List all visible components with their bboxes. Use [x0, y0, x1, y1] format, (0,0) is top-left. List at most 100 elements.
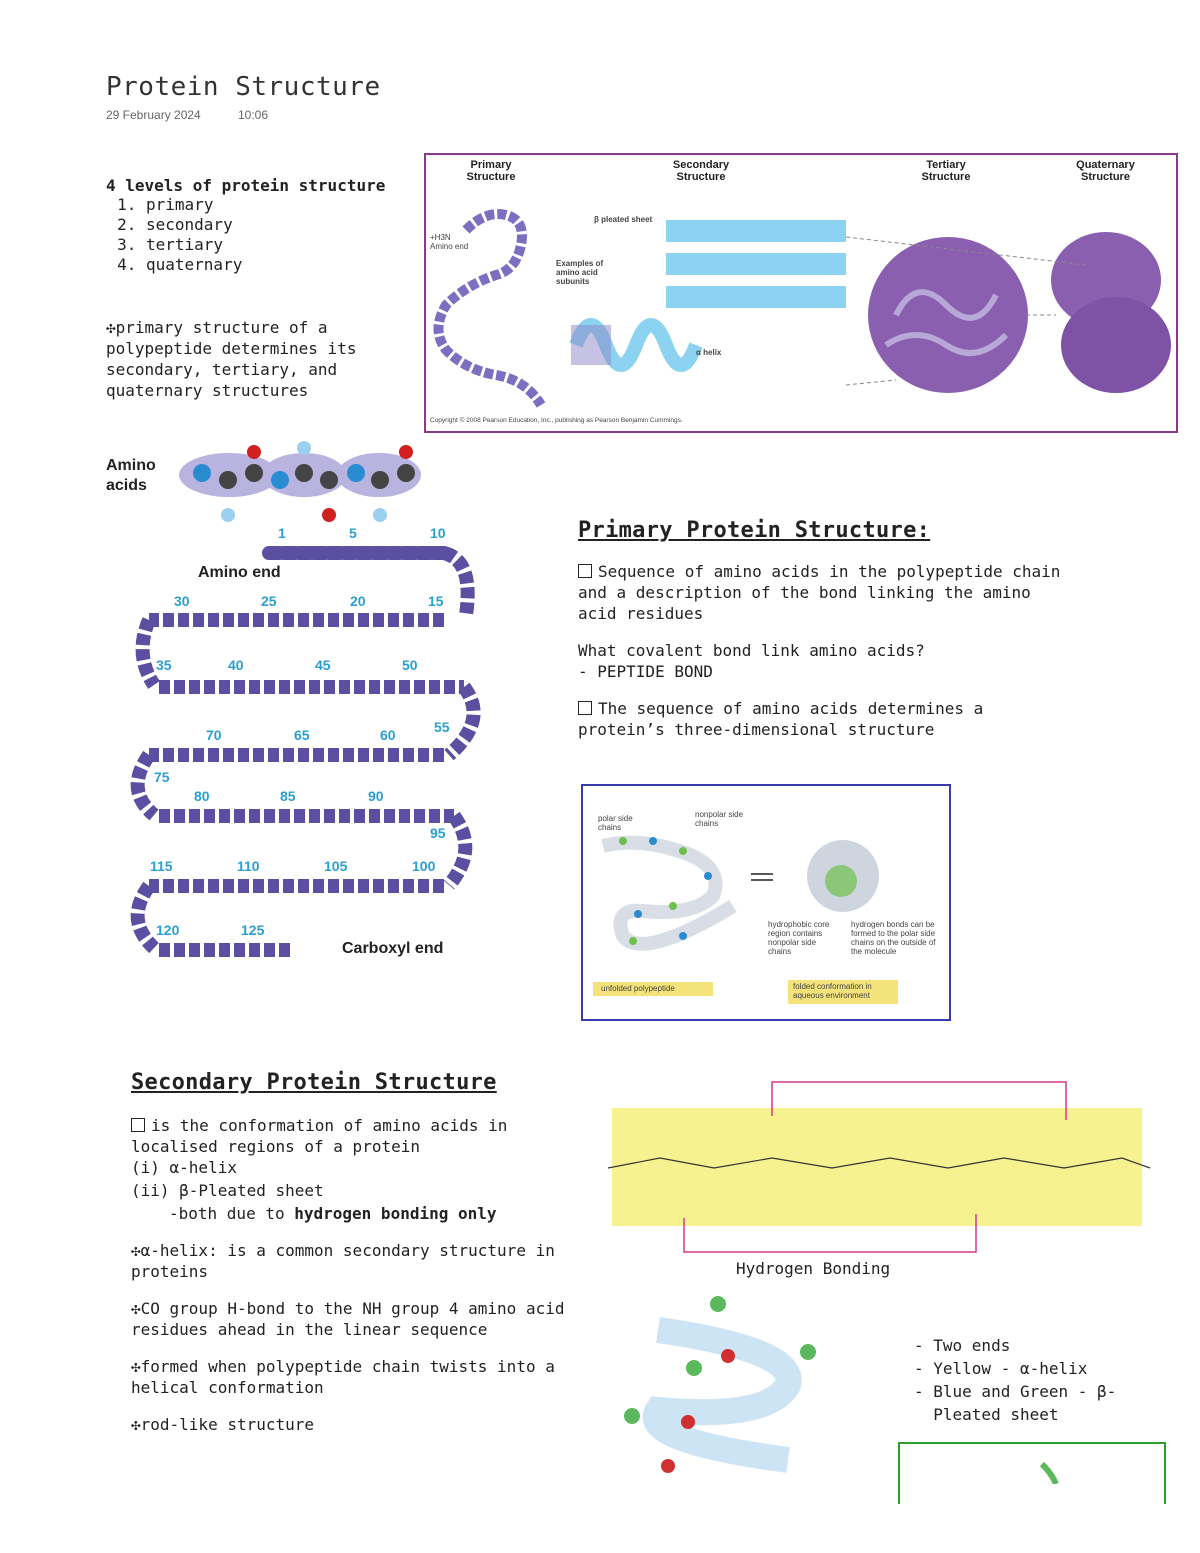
seq-num: 100 [412, 858, 436, 874]
fig-amino-end: +H3N Amino end [430, 233, 469, 251]
secondary-n3: ✣formed when polypeptide chain twists in… [131, 1357, 555, 1397]
level-item: tertiary [146, 235, 416, 255]
level-item: secondary [146, 215, 416, 235]
secondary-i: (i) α-helix [131, 1158, 237, 1177]
seq-num: 1 [278, 525, 286, 541]
fig-alpha: α helix [696, 348, 722, 357]
levels-illustration [433, 209, 1171, 408]
seq-num: 35 [156, 657, 172, 673]
fig-copyright: Copyright © 2008 Pearson Education, Inc.… [430, 417, 683, 424]
legend-item: - Yellow - α-helix [914, 1359, 1088, 1378]
secondary-both: -both due to hydrogen bonding only [169, 1204, 497, 1223]
seq-num: 120 [156, 922, 180, 938]
level-item: primary [146, 195, 416, 215]
seq-num: 25 [261, 593, 277, 609]
secondary-heading: Secondary Protein Structure [131, 1070, 497, 1095]
primary-p2: The sequence of amino acids determines a… [578, 699, 984, 739]
legend-item: - Blue and Green - β- [914, 1382, 1117, 1401]
green-figure-illustration [1039, 1461, 1059, 1486]
tertiary-blob [868, 237, 1028, 393]
beta-sheet-shape [666, 220, 846, 308]
seq-num: 105 [324, 858, 348, 874]
levels-heading: 4 levels of protein structure [106, 176, 386, 195]
page-date: 29 February 2024 [106, 108, 201, 122]
levels-note: ✣primary structure of a polypeptide dete… [106, 318, 357, 400]
amino-acid-molecules [179, 441, 421, 522]
legend-item: - Two ends [914, 1336, 1011, 1355]
seq-num: 20 [350, 593, 366, 609]
seq-num: 110 [237, 858, 260, 874]
fold-hbonds: hydrogen bonds can be formed to the pola… [851, 920, 936, 956]
seq-num: 15 [428, 593, 444, 609]
sequence-illustration: Amino acids Amino end Carboxyl end 1 5 1… [106, 441, 481, 957]
sequence-chain [130, 546, 481, 957]
primary-section: Primary Protein Structure: Sequence of a… [578, 518, 1078, 740]
col-tertiary: Tertiary Structure [921, 159, 971, 183]
primary-p1: Sequence of amino acids in the polypepti… [578, 562, 1061, 623]
seq-num: 50 [402, 657, 418, 673]
checkbox-icon [131, 1118, 145, 1132]
seq-num: 70 [206, 727, 222, 743]
col-secondary: Secondary Structure [672, 159, 730, 183]
seq-num: 95 [430, 825, 446, 841]
page-time: 10:06 [238, 108, 269, 122]
fold-nonpolar: nonpolar side chains [695, 810, 744, 828]
green-figure-frame [898, 1442, 1166, 1504]
primary-answer: - PEPTIDE BOND [578, 662, 713, 681]
hbond-illustration [607, 1081, 1151, 1253]
fig-examples: Examples of amino acid subunits [556, 259, 604, 286]
helix-figure [618, 1290, 838, 1482]
seq-num: 5 [349, 525, 357, 541]
seq-num: 55 [434, 719, 450, 735]
seq-num: 80 [194, 788, 210, 804]
seq-num: 90 [368, 788, 384, 804]
folding-figure: polar side chains nonpolar side chains h… [581, 784, 951, 1021]
level-item: quaternary [146, 255, 416, 275]
col-primary: Primary Structure [466, 159, 516, 183]
seq-num: 30 [174, 593, 190, 609]
amino-acids-label: Amino [106, 457, 156, 474]
checkbox-icon [578, 701, 592, 715]
fold-polar: polar side chains [598, 814, 633, 832]
secondary-n1: ✣α-helix: is a common secondary structur… [131, 1241, 555, 1281]
seq-num: 85 [280, 788, 296, 804]
amino-end-label: Amino end [198, 564, 281, 581]
folding-illustration [593, 835, 898, 1004]
secondary-section: Secondary Protein Structure is the confo… [131, 1070, 581, 1435]
secondary-ii: (ii) β-Pleated sheet [131, 1181, 324, 1200]
primary-chain [433, 209, 546, 408]
levels-figure: Primary Structure Secondary Structure Te… [424, 153, 1178, 433]
svg-text:acids: acids [106, 477, 147, 494]
primary-heading: Primary Protein Structure: [578, 518, 931, 543]
seq-num: 10 [430, 525, 446, 541]
quaternary-blob [1051, 232, 1171, 393]
page-title: Protein Structure [106, 72, 381, 102]
col-quaternary: Quaternary Structure [1076, 159, 1135, 183]
helix-illustration [624, 1296, 816, 1473]
seq-num: 125 [241, 922, 265, 938]
secondary-n2: ✣CO group H-bond to the NH group 4 amino… [131, 1299, 565, 1339]
hbond-caption: Hydrogen Bonding [736, 1259, 891, 1278]
secondary-p1: is the conformation of amino acids in lo… [131, 1116, 508, 1156]
secondary-n4: ✣rod-like structure [131, 1415, 315, 1434]
legend-item: Pleated sheet [914, 1405, 1059, 1424]
levels-list: primary secondary tertiary quaternary [106, 195, 416, 275]
seq-num: 65 [294, 727, 310, 743]
carboxyl-end-label: Carboxyl end [342, 940, 443, 957]
fold-hydrophobic: hydrophobic core region contains nonpola… [768, 920, 830, 956]
seq-num: 75 [154, 769, 170, 785]
seq-num: 40 [228, 657, 244, 673]
hbond-figure: Hydrogen Bonding [604, 1078, 1152, 1278]
fold-unfolded: unfolded polypeptide [601, 984, 675, 993]
side-chains [619, 837, 712, 945]
seq-num: 45 [315, 657, 331, 673]
primary-question: What covalent bond link amino acids? [578, 641, 925, 660]
alpha-helix-shape [569, 318, 703, 372]
checkbox-icon [578, 564, 592, 578]
fold-folded: folded conformation in aqueous environme… [793, 982, 872, 1000]
levels-section: 4 levels of protein structure primary se… [106, 176, 416, 401]
fig-beta: β pleated sheet [594, 215, 653, 224]
seq-num: 60 [380, 727, 396, 743]
seq-num: 115 [150, 858, 173, 874]
sequence-figure: Amino acids Amino end Carboxyl end 1 5 1… [104, 440, 484, 980]
